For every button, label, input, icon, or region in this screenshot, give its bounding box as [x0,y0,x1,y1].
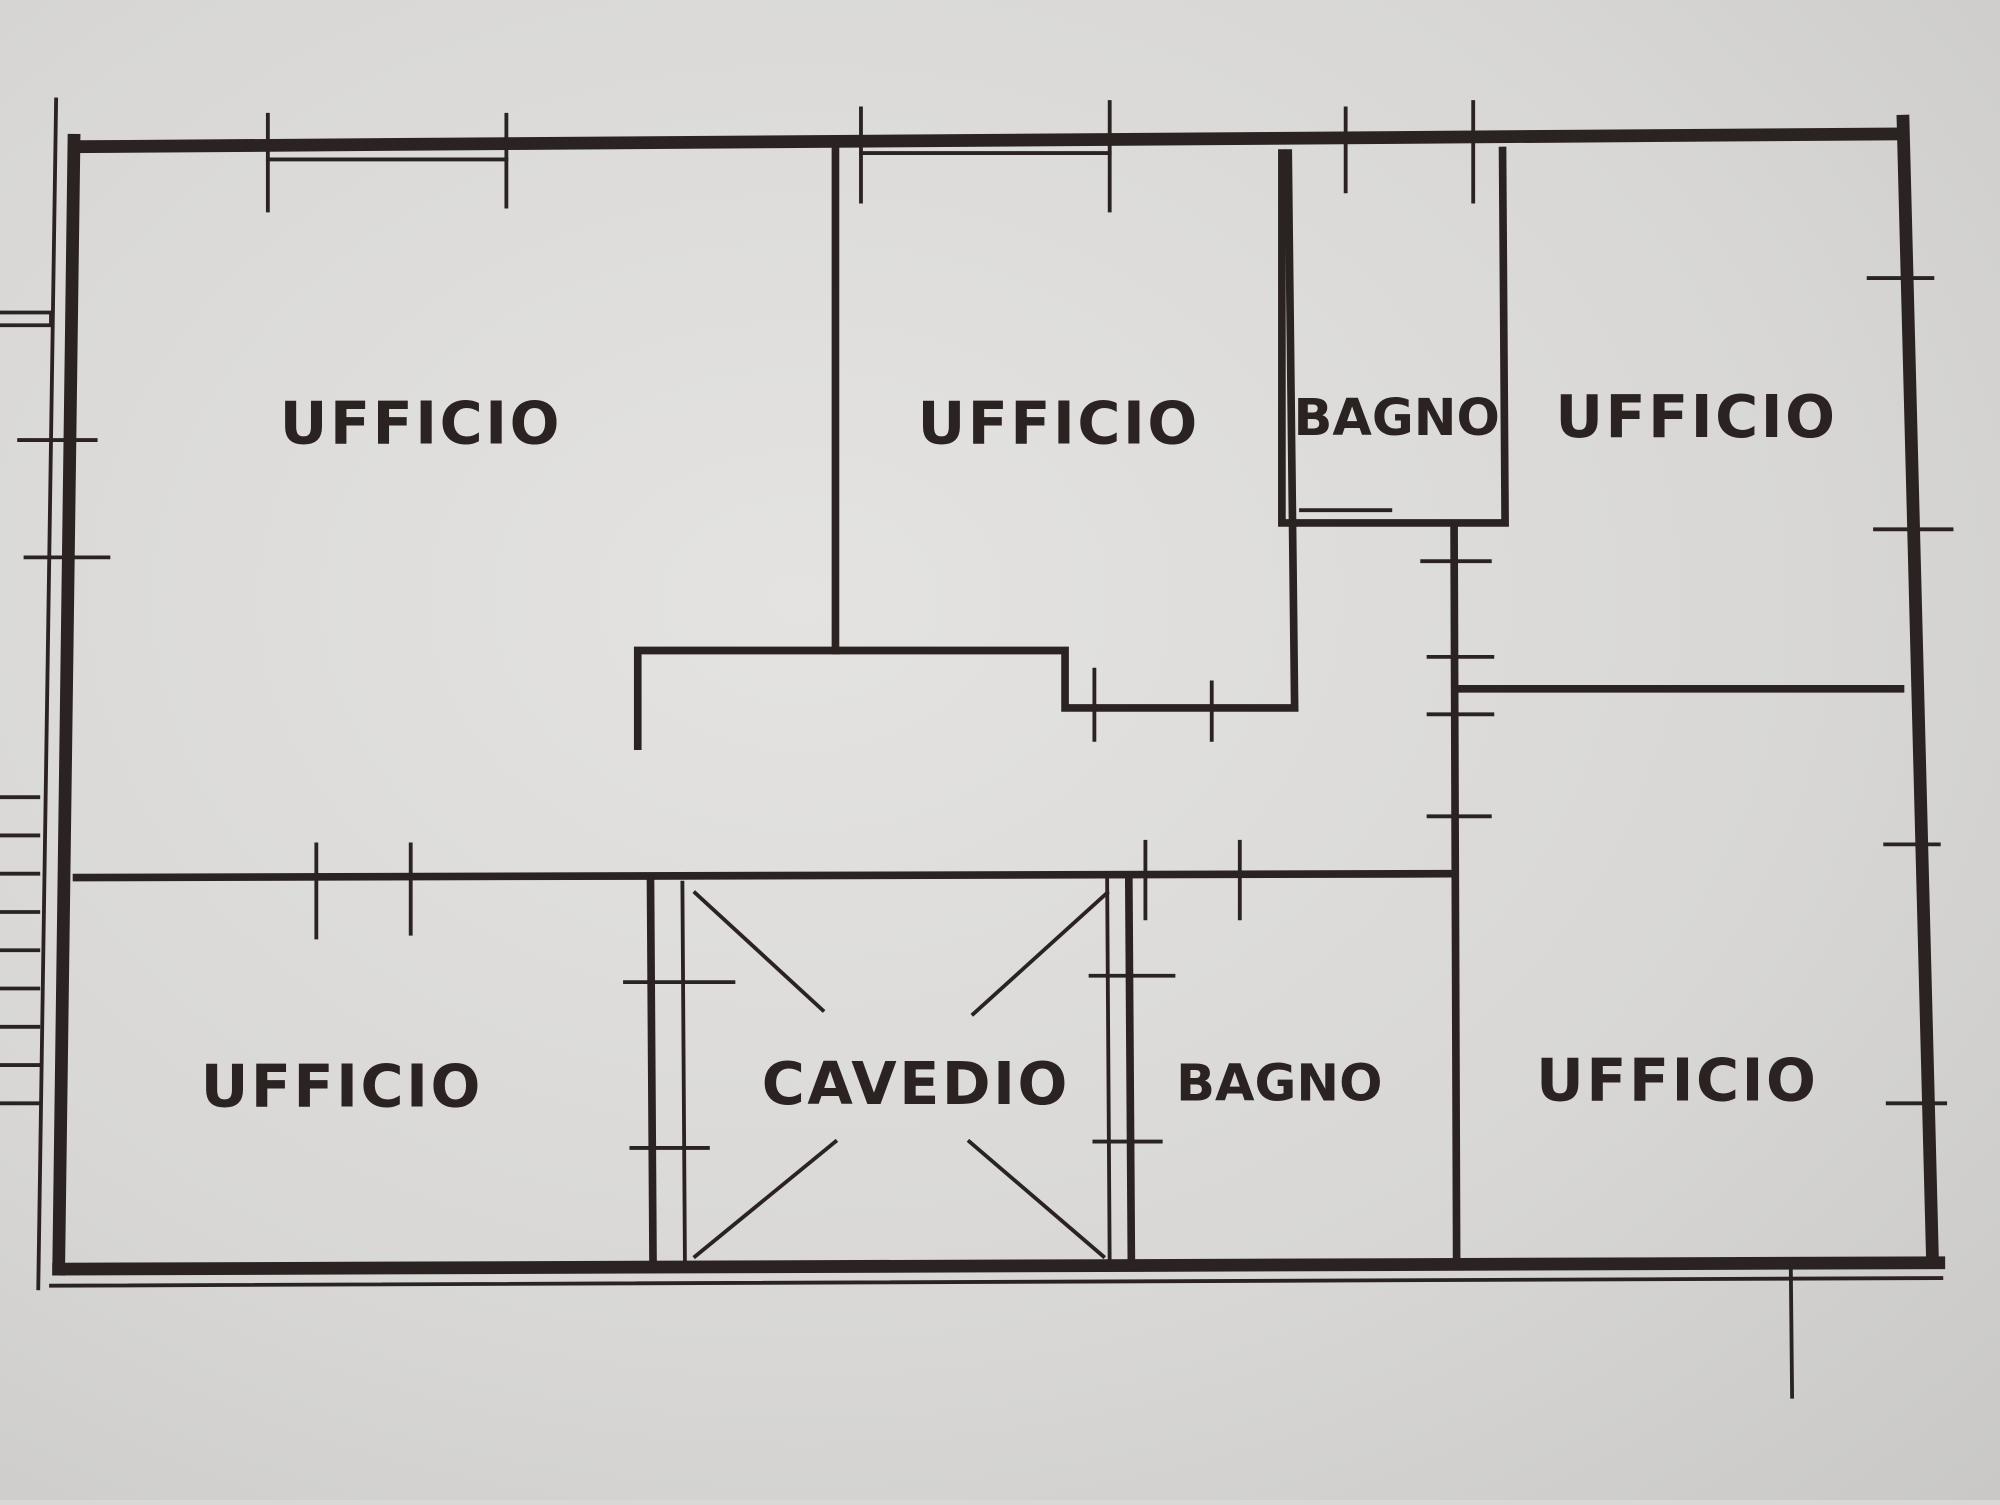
room-label-bagno-1: BAGNO [1294,389,1500,448]
inner-walls [72,146,1905,1273]
outer-walls [36,97,1946,1399]
staircase [0,310,53,1106]
room-label-ufficio-2: UFFICIO [918,389,1200,457]
room-label-bagno-2: BAGNO [1176,1055,1382,1114]
room-label-ufficio-5: UFFICIO [1536,1046,1818,1114]
room-label-ufficio-3: UFFICIO [1555,383,1837,451]
room-label-cavedio: CAVEDIO [762,1050,1070,1118]
room-label-ufficio-4: UFFICIO [201,1053,483,1121]
window-marks [17,100,1954,1150]
cavedio-cross [692,890,1110,1260]
room-label-ufficio-1: UFFICIO [280,389,562,457]
